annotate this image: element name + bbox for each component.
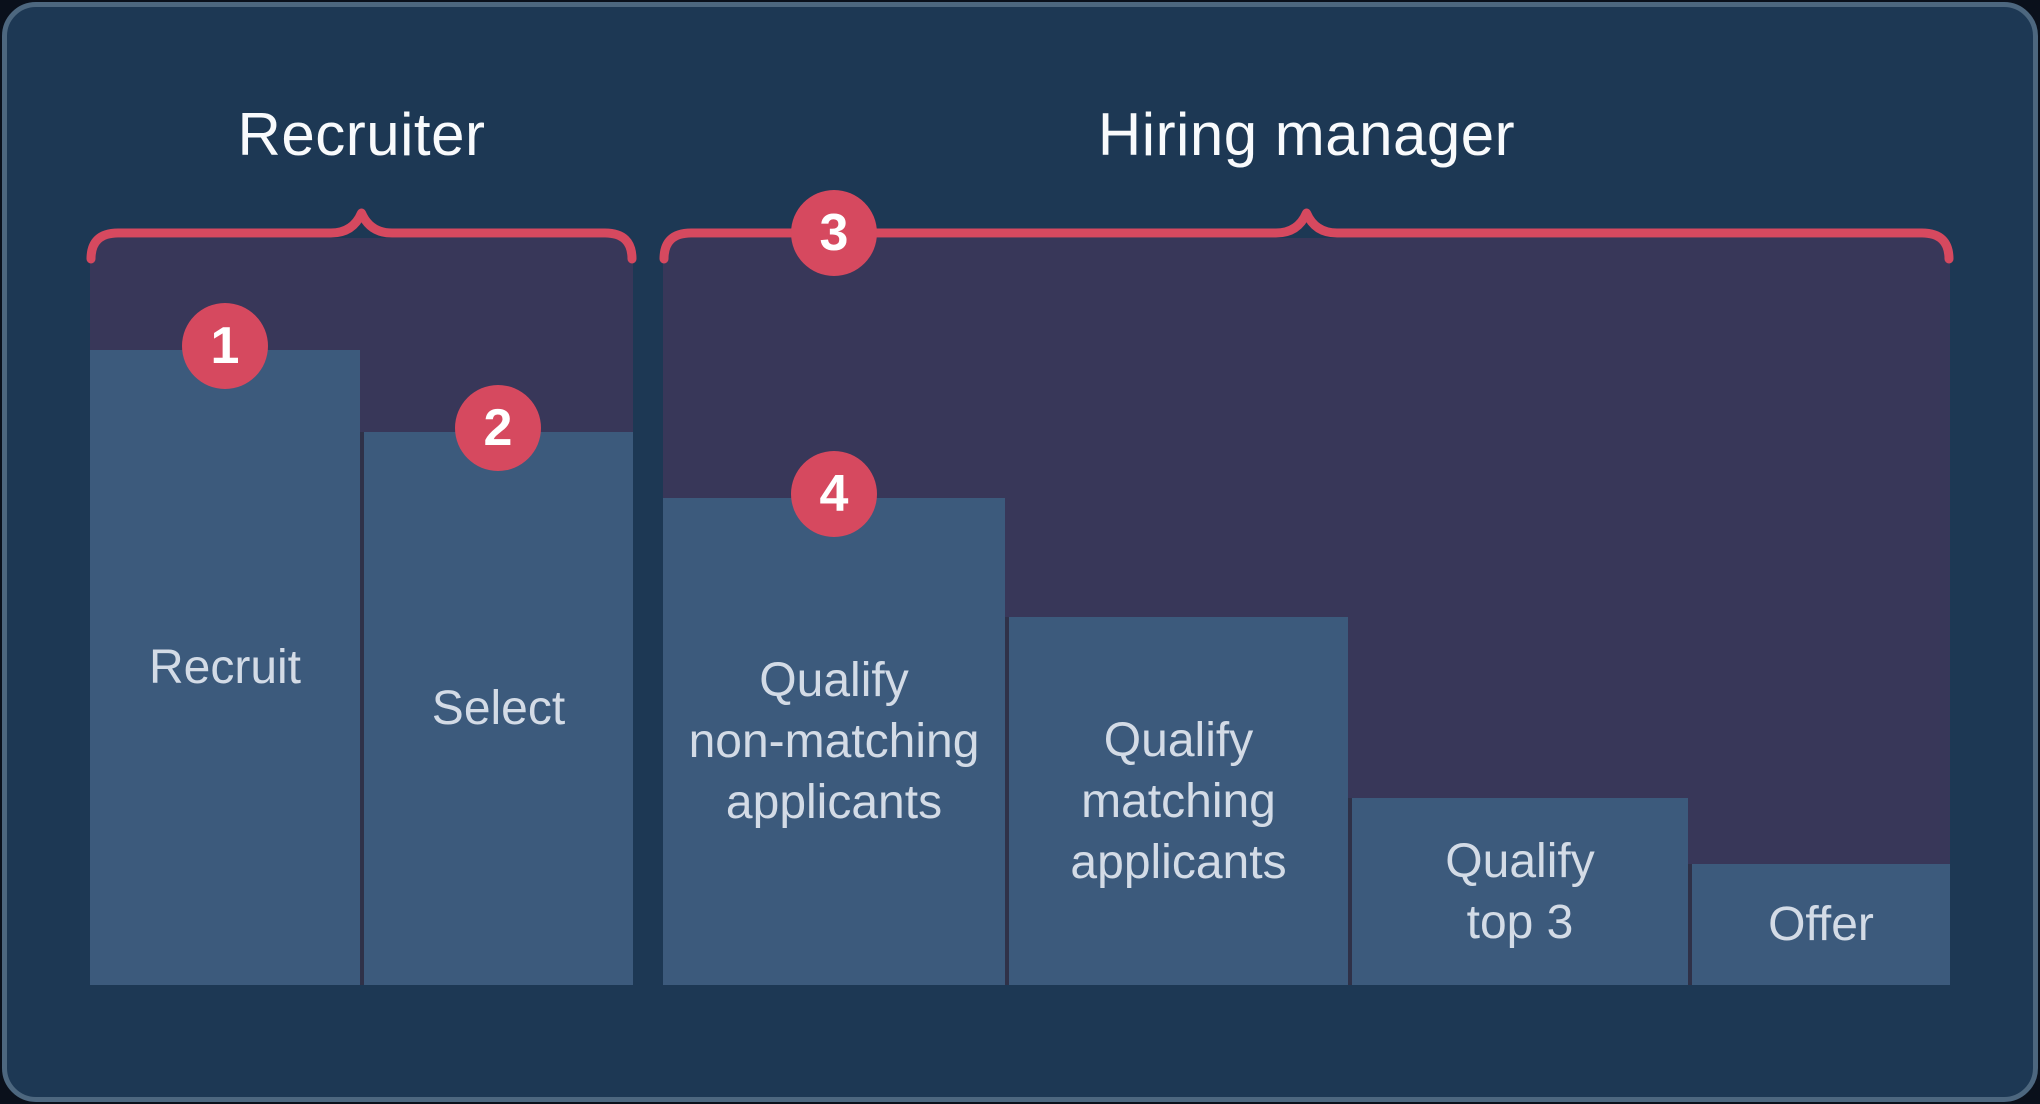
hiring-manager-group-title: Hiring manager [1097,101,1516,168]
bar-qualify-non-matching-applicants: Qualify non-matching applicants [663,498,1005,985]
bar-select-label: Select [431,682,566,735]
bar-select: Select [360,432,633,985]
bar-qualify-matching-applicants: Qualify matching applicants [1005,617,1348,985]
bar-qualify-top-3: Qualify top 3 [1348,798,1688,985]
bar-qualify-matching-applicants-label: Qualify matching applicants [1070,713,1287,889]
bar-offer: Offer [1688,864,1950,985]
bar-qualify-top-3-label: Qualify top 3 [1445,834,1595,949]
step-badge-1: 1 [182,303,268,389]
step-badge-2: 2 [455,385,541,471]
bar-offer-label: Offer [1768,898,1874,951]
step-badge-4: 4 [791,451,877,537]
step-badge-3: 3 [791,190,877,276]
bar-recruit-label: Recruit [148,641,302,694]
recruiter-brace-icon [86,208,637,264]
hiring-manager-brace-icon [659,208,1954,264]
bar-recruit: Recruit [90,350,360,985]
bar-qualify-non-matching-applicants-label: Qualify non-matching applicants [688,654,980,829]
recruiter-group-title: Recruiter [237,101,486,168]
